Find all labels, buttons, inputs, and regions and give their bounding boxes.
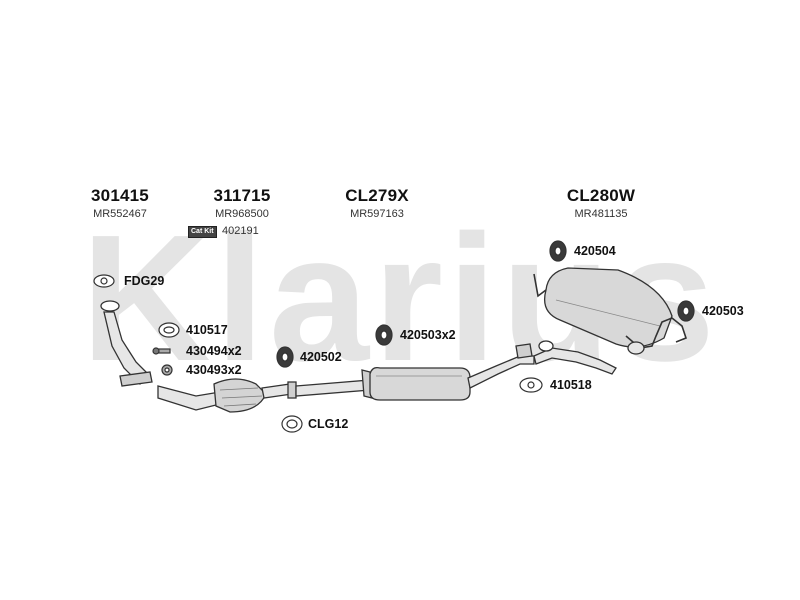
cat-kit-ref: 402191 bbox=[222, 225, 259, 237]
part-icons bbox=[93, 240, 695, 433]
label-430493x2: 430493x2 bbox=[186, 363, 242, 377]
reference-number: MR552467 bbox=[93, 208, 147, 220]
middle-silencer bbox=[369, 366, 471, 401]
label-420502: 420502 bbox=[300, 350, 342, 364]
group-cl279x: CL279X MR597163 bbox=[332, 186, 422, 220]
group-311715: 311715 MR968500 bbox=[202, 186, 282, 220]
reference-number: MR481135 bbox=[574, 208, 628, 220]
rear-gasket bbox=[538, 340, 554, 352]
link-clamp bbox=[515, 343, 533, 359]
reference-number: MR968500 bbox=[215, 208, 269, 220]
downpipe-flange bbox=[100, 300, 120, 312]
cat-flange bbox=[287, 381, 297, 399]
part-number: CL280W bbox=[566, 186, 636, 205]
catalytic-converter-section bbox=[157, 378, 297, 413]
label-410518: 410518 bbox=[550, 378, 592, 392]
label-420503: 420503 bbox=[702, 304, 744, 318]
part-number: 311715 bbox=[213, 186, 271, 205]
rear-silencer-box bbox=[543, 267, 673, 348]
reference-number: MR597163 bbox=[350, 208, 404, 220]
rear-link-pipe bbox=[467, 355, 535, 389]
centre-section bbox=[295, 343, 617, 401]
front-downpipe bbox=[100, 300, 153, 387]
part-number: CL279X bbox=[345, 186, 409, 205]
label-clg12: CLG12 bbox=[308, 417, 349, 431]
tailpipe-end bbox=[627, 341, 645, 355]
label-430494x2: 430494x2 bbox=[186, 344, 242, 358]
group-301415: 301415 MR552467 bbox=[80, 186, 160, 220]
label-fdg29: FDG29 bbox=[124, 274, 165, 288]
cat-kit-badge: Cat Kit bbox=[188, 226, 217, 238]
nut-icon bbox=[161, 364, 173, 376]
rear-silencer-assembly bbox=[533, 267, 687, 355]
label-420504: 420504 bbox=[574, 244, 616, 258]
bolt-icon bbox=[152, 347, 171, 355]
group-cl280w: CL280W MR481135 bbox=[556, 186, 646, 220]
label-410517: 410517 bbox=[186, 323, 228, 337]
rear-inlet-pipe bbox=[533, 347, 617, 375]
downpipe-joint bbox=[119, 371, 153, 387]
label-420503x2: 420503x2 bbox=[400, 328, 456, 342]
part-number: 301415 bbox=[91, 186, 149, 205]
